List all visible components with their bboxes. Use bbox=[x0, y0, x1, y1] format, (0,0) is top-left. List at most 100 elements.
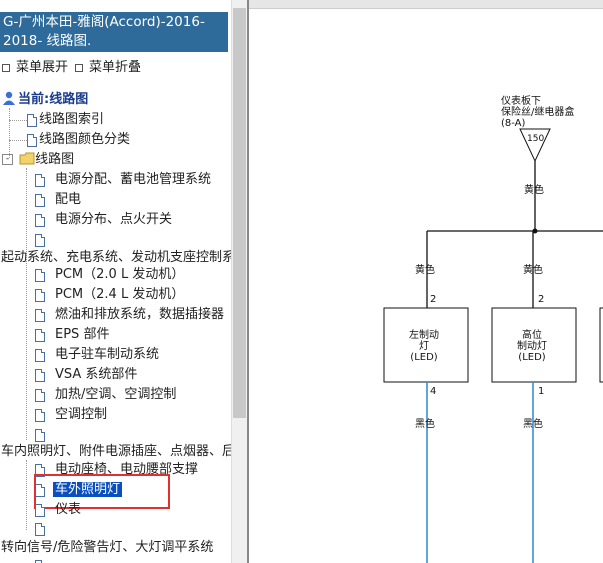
collapse-icon bbox=[75, 63, 83, 72]
document-icon bbox=[35, 309, 45, 322]
document-icon bbox=[35, 560, 45, 563]
tree-item-label: 加热/空调、空调控制 bbox=[55, 387, 177, 402]
left-comp-label-2: 灯 bbox=[419, 340, 429, 352]
mid-comp-label-3: (LED) bbox=[518, 352, 545, 363]
tree-root-label: 当前:线路图 bbox=[18, 92, 89, 107]
document-icon bbox=[35, 214, 45, 227]
sidebar-top-gap bbox=[0, 0, 231, 12]
menu-expand-button[interactable]: 菜单展开 bbox=[2, 56, 68, 75]
tree-item[interactable]: 仪表 bbox=[35, 500, 82, 520]
tree-item-label: 燃油和排放系统，数据插接器 bbox=[55, 307, 225, 322]
menu-collapse-label: 菜单折叠 bbox=[89, 60, 142, 75]
tree-folder-label: 线路图 bbox=[35, 152, 75, 167]
document-icon bbox=[27, 134, 37, 147]
tree-item-label: 线路图索引 bbox=[39, 112, 105, 127]
mid-wire-color: 黄色 bbox=[523, 263, 543, 276]
partial-component bbox=[599, 307, 603, 383]
tree-item[interactable]: 燃油和排放系统，数据插接器 bbox=[35, 305, 225, 325]
tree-item-label: EPS 部件 bbox=[55, 327, 110, 342]
highlight-box bbox=[34, 474, 170, 509]
left-comp-label-3: (LED) bbox=[410, 352, 437, 363]
tree-item-color-class[interactable]: 线路图颜色分类 bbox=[27, 130, 131, 150]
tree-item-label: PCM（2.0 L 发动机） bbox=[55, 267, 185, 282]
left-comp-label-1: 左制动 bbox=[409, 328, 439, 341]
tree-item-label: 电子驻车制动系统 bbox=[55, 347, 160, 362]
tree-item[interactable]: 配电 bbox=[35, 190, 82, 210]
document-icon bbox=[35, 389, 45, 402]
mid-comp-label-1: 高位 bbox=[522, 328, 542, 341]
expand-icon bbox=[2, 63, 10, 72]
menu-expand-label: 菜单展开 bbox=[16, 60, 69, 75]
document-icon bbox=[35, 174, 45, 187]
source-label-line2: 保险丝/继电器盒 bbox=[501, 105, 574, 118]
tree-root[interactable]: 当前:线路图 bbox=[2, 90, 88, 110]
tree-folder-diagrams[interactable]: - 线路图 bbox=[2, 150, 74, 170]
tree-item-label: 车外照明灯 bbox=[53, 482, 123, 497]
user-icon bbox=[3, 91, 15, 105]
tree-category[interactable]: 转向信号/危险警告灯、大灯调平系统 bbox=[1, 538, 213, 558]
document-icon bbox=[35, 523, 45, 536]
tree-item-label: VSA 系统部件 bbox=[55, 367, 138, 382]
tree-item-label: 电源分布、点火开关 bbox=[55, 212, 173, 227]
tree-guide bbox=[9, 120, 29, 121]
main-wire-color: 黄色 bbox=[524, 183, 544, 196]
scrollbar-thumb[interactable] bbox=[233, 8, 246, 418]
tree-item[interactable]: EPS 部件 bbox=[35, 325, 110, 345]
wiring-diagram: 仪表板下 保险丝/继电器盒 (8-A) 150 黄色 黄色 黄色 2 2 左制动… bbox=[383, 94, 603, 563]
tree-guide bbox=[26, 168, 27, 440]
collapse-toggle-icon[interactable]: - bbox=[2, 154, 13, 165]
menu-collapse-button[interactable]: 菜单折叠 bbox=[75, 56, 141, 75]
source-label-line1: 仪表板下 bbox=[501, 94, 541, 107]
document-icon bbox=[35, 504, 45, 517]
tree-item[interactable]: 电源分配、蓄电池管理系统 bbox=[35, 170, 212, 190]
mid-comp-label-2: 制动灯 bbox=[517, 339, 547, 352]
mid-pin-top: 2 bbox=[538, 294, 544, 305]
document-icon bbox=[35, 349, 45, 362]
tree-item[interactable]: 电子驻车制动系统 bbox=[35, 345, 160, 365]
tree-guide bbox=[9, 140, 29, 141]
tree-category[interactable]: 起动系统、充电系统、发动机支座控制系 bbox=[1, 248, 231, 268]
fuse-number: 150 bbox=[527, 134, 544, 144]
mid-pin-bottom: 1 bbox=[538, 386, 544, 397]
sidebar-scrollbar[interactable] bbox=[231, 0, 247, 563]
folder-icon bbox=[19, 152, 35, 165]
high-mount-brake-light-component bbox=[491, 307, 577, 383]
tree-guide bbox=[26, 460, 27, 530]
sidebar-panel: G-广州本田-雅阁(Accord)-2016-2018- 线路图. 菜单展开 菜… bbox=[0, 0, 231, 563]
mid-ground-color: 黑色 bbox=[523, 417, 543, 430]
document-icon bbox=[35, 329, 45, 342]
document-icon bbox=[27, 114, 37, 127]
left-ground-color: 黑色 bbox=[415, 417, 435, 430]
diagram-top-strip bbox=[249, 0, 603, 9]
left-wire-color: 黄色 bbox=[415, 263, 435, 276]
document-icon bbox=[35, 369, 45, 382]
tree-item[interactable]: PCM（2.0 L 发动机） bbox=[35, 265, 185, 285]
tree-item-label: 电源分配、蓄电池管理系统 bbox=[55, 172, 212, 187]
tree-item[interactable]: PCM（2.4 L 发动机） bbox=[35, 285, 185, 305]
tree-item[interactable]: 加热/空调、空调控制 bbox=[35, 385, 177, 405]
document-icon bbox=[35, 269, 45, 282]
tree-item-label: 线路图颜色分类 bbox=[39, 132, 131, 147]
document-icon bbox=[35, 429, 45, 442]
tree-item-label: PCM（2.4 L 发动机） bbox=[55, 287, 185, 302]
tree-item-index[interactable]: 线路图索引 bbox=[27, 110, 105, 130]
tree-item[interactable]: 电动座椅、电动腰部支撑 bbox=[35, 460, 199, 480]
document-title: G-广州本田-雅阁(Accord)-2016-2018- 线路图. bbox=[0, 12, 228, 52]
tree-item[interactable]: 电源分布、点火开关 bbox=[35, 210, 173, 230]
tree-item-selected[interactable]: 车外照明灯 bbox=[35, 480, 123, 500]
tree-item[interactable]: 空调控制 bbox=[35, 405, 107, 425]
tree-category-label: 转向信号/危险警告灯、大灯调平系统 bbox=[1, 540, 214, 555]
tree-item-label: 配电 bbox=[55, 192, 82, 207]
left-pin-bottom: 4 bbox=[430, 386, 436, 397]
panel-splitter[interactable] bbox=[247, 0, 249, 563]
tree-item-label: 电动座椅、电动腰部支撑 bbox=[55, 462, 199, 477]
source-label-line3: (8-A) bbox=[501, 118, 525, 129]
left-brake-light-component bbox=[383, 307, 469, 383]
tree-guide bbox=[9, 108, 10, 158]
tree-category[interactable]: 车内照明灯、附件电源插座、点烟器、后 bbox=[1, 442, 231, 462]
tree-item[interactable]: VSA 系统部件 bbox=[35, 365, 138, 385]
document-icon bbox=[35, 464, 45, 477]
tree-category-label: 车内照明灯、附件电源插座、点烟器、后 bbox=[1, 444, 231, 459]
document-icon bbox=[35, 289, 45, 302]
tree-item-label: 仪表 bbox=[55, 502, 82, 517]
